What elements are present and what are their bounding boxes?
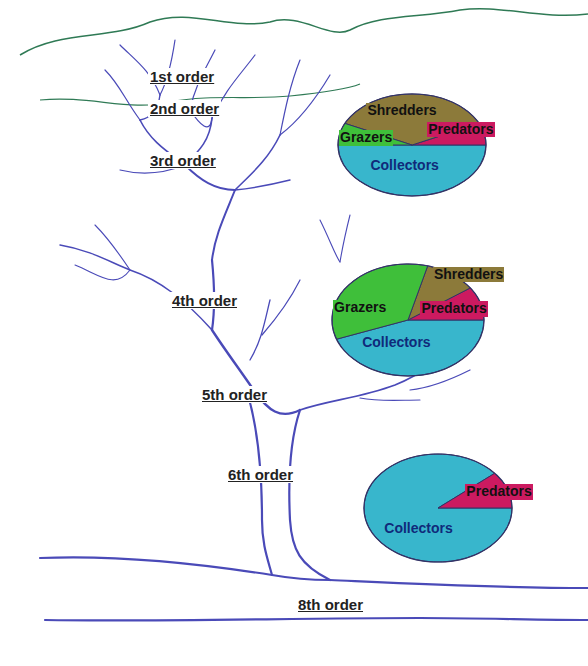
pie-slice <box>338 145 486 196</box>
pie-chart: PredatorsCollectors <box>362 452 514 564</box>
stream-order-label: 4th order <box>170 292 239 309</box>
stream-order-label: 2nd order <box>148 100 221 117</box>
slice-label: Predators <box>420 301 487 316</box>
pie-chart: ShreddersGrazersPredatorsCollectors <box>330 262 486 378</box>
stream-order-label: 5th order <box>200 386 269 403</box>
slice-label: Grazers <box>333 300 387 315</box>
pie-chart: ShreddersGrazersPredatorsCollectors <box>336 92 488 198</box>
stream-order-label: 3rd order <box>148 152 218 169</box>
stream-order-label: 8th order <box>296 596 365 613</box>
ridge-line <box>20 9 588 55</box>
pie-outline <box>338 94 486 196</box>
slice-label: Shredders <box>433 267 504 282</box>
slice-label: Collectors <box>361 335 431 350</box>
slice-label: Predators <box>465 484 532 499</box>
pie-slice <box>364 454 512 562</box>
pie-outline <box>364 454 512 562</box>
pie-shape <box>362 452 514 564</box>
slice-label: Grazers <box>339 130 393 145</box>
slice-label: Shredders <box>366 103 437 118</box>
stream-order-label: 1st order <box>148 68 216 85</box>
stream-order-label: 6th order <box>226 466 295 483</box>
slice-label: Collectors <box>383 521 453 536</box>
slice-label: Collectors <box>369 158 439 173</box>
pie-slice <box>338 123 412 145</box>
pie-slice <box>332 264 428 339</box>
slice-label: Predators <box>427 122 494 137</box>
